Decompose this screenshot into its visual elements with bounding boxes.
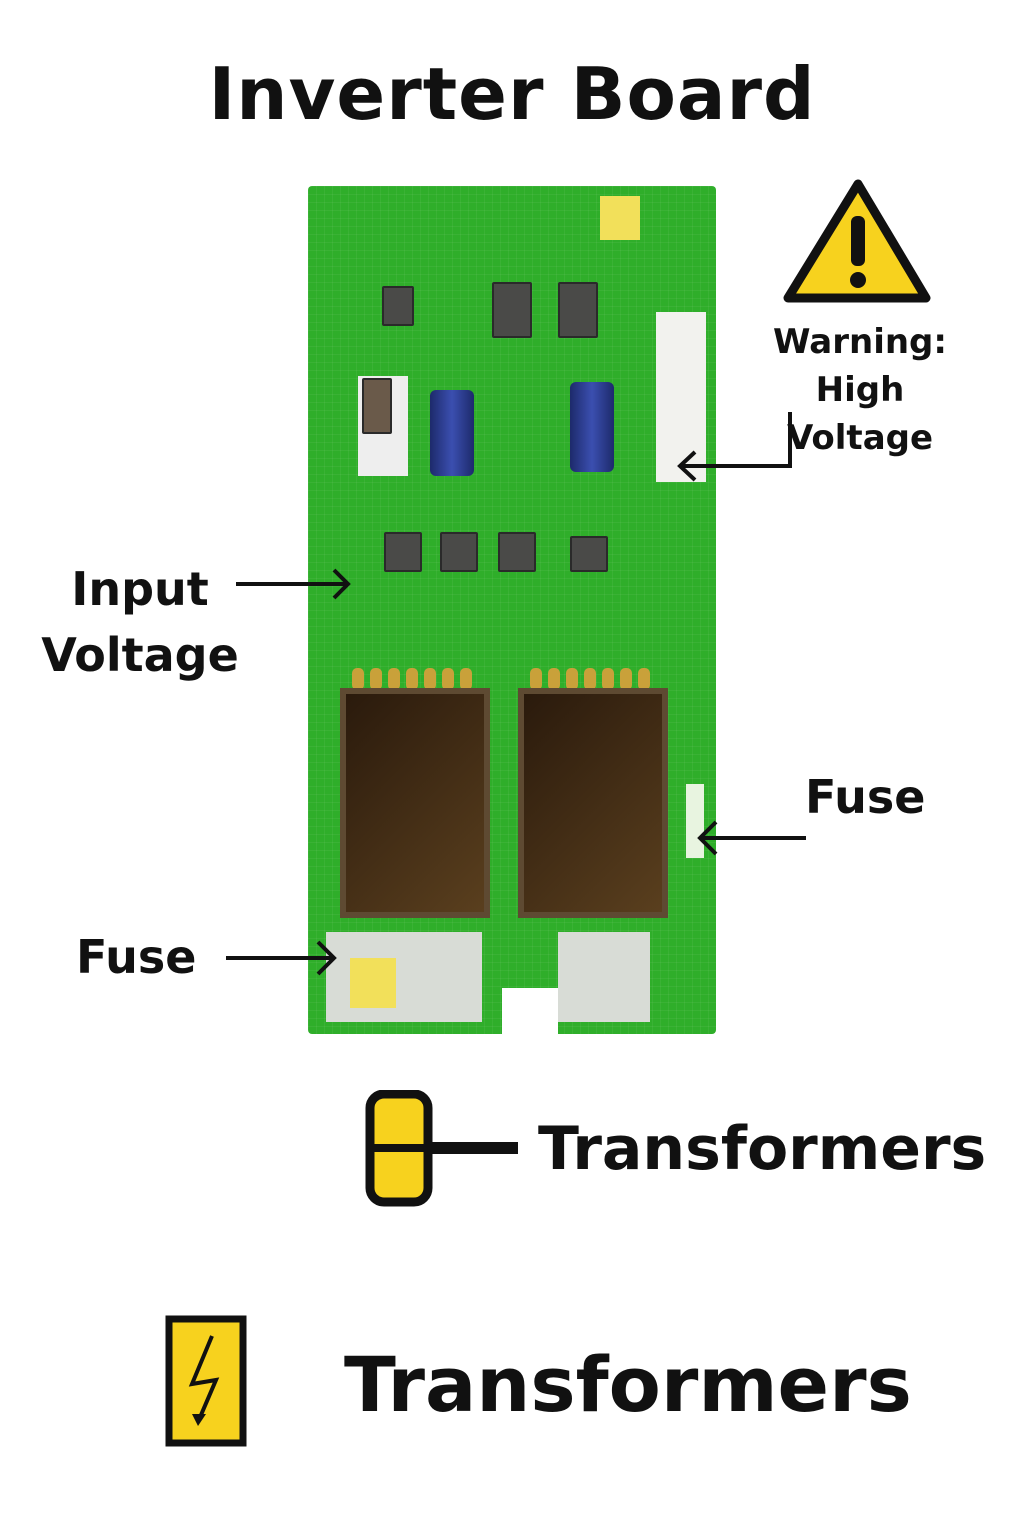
mosfet xyxy=(440,532,478,572)
ic-chip xyxy=(558,282,598,338)
ic-chip xyxy=(382,286,414,326)
output-connector xyxy=(656,312,706,482)
inductor xyxy=(362,378,392,434)
arrow-high-voltage xyxy=(680,412,792,468)
warning-label-line2: High Voltage xyxy=(786,370,934,458)
inverter-board-photo xyxy=(308,186,716,1034)
capacitor xyxy=(430,390,474,476)
mosfet xyxy=(498,532,536,572)
mosfet xyxy=(570,536,608,572)
transformer-left xyxy=(340,688,490,918)
ic-chip xyxy=(492,282,532,338)
fuse-label-left: Fuse xyxy=(76,930,197,984)
connector-pad xyxy=(600,196,640,240)
fuse-left xyxy=(350,958,396,1008)
lightning-bolt-icon xyxy=(165,1315,247,1447)
transformers-bottom-label: Transformers xyxy=(344,1340,912,1429)
input-voltage-line1: Input xyxy=(71,562,209,616)
warning-label-line1: Warning: xyxy=(772,322,947,362)
fuse-area-right xyxy=(558,932,650,1022)
mounting-hole xyxy=(502,988,558,1034)
transformer-legend-icon xyxy=(365,1090,518,1207)
input-voltage-line2: Voltage xyxy=(41,628,239,682)
mosfet xyxy=(384,532,422,572)
warning-triangle-icon xyxy=(783,179,931,303)
fuse-label-right: Fuse xyxy=(805,770,926,824)
transformers-legend-label: Transformers xyxy=(538,1114,987,1184)
page-title: Inverter Board xyxy=(208,52,816,136)
capacitor xyxy=(570,382,614,472)
transformer-right xyxy=(518,688,668,918)
